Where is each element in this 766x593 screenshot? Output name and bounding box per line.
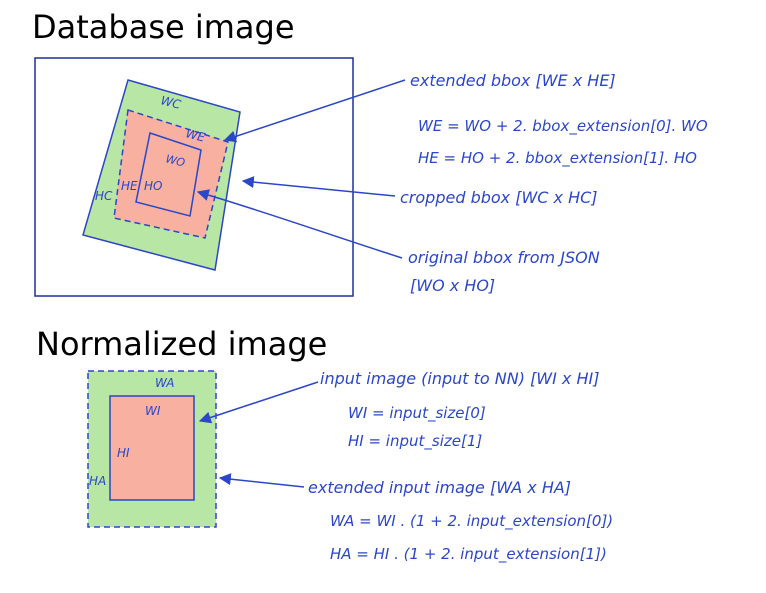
label-he: HE bbox=[121, 179, 138, 193]
label-hi: HI bbox=[117, 446, 130, 460]
arrow-input-image bbox=[198, 381, 319, 424]
arrow-original-bbox bbox=[196, 189, 403, 259]
label-hc: HC bbox=[95, 189, 113, 203]
arrow-extended-bbox bbox=[223, 79, 406, 143]
note-cropped-bbox: cropped bbox [WC x HC] bbox=[400, 188, 598, 207]
note-input-image-title: input image (input to NN) [WI x HI] bbox=[320, 369, 599, 388]
note-original-bbox-line2: [WO x HO] bbox=[410, 276, 495, 295]
note-extended-bbox-title: extended bbox [WE x HE] bbox=[410, 71, 616, 90]
label-we: WE bbox=[184, 126, 207, 144]
note-extended-bbox-width: WE = WO + 2. bbox_extension[0]. WO bbox=[418, 117, 708, 136]
label-ha: HA bbox=[89, 474, 106, 488]
arrow-extended-input-image bbox=[218, 473, 305, 488]
label-wa: WA bbox=[155, 376, 174, 390]
label-ho: HO bbox=[144, 179, 162, 193]
input-image-region bbox=[109, 395, 195, 501]
label-wc: WC bbox=[159, 93, 183, 112]
note-input-image-width: WI = input_size[0] bbox=[348, 404, 486, 423]
arrow-cropped-bbox bbox=[241, 176, 396, 197]
note-original-bbox-line1: original bbox from JSON bbox=[408, 248, 600, 267]
note-input-image-height: HI = input_size[1] bbox=[348, 432, 482, 451]
note-extended-input-width: WA = WI . (1 + 2. input_extension[0]) bbox=[330, 512, 613, 531]
normalized-image-heading: Normalized image bbox=[36, 325, 327, 363]
note-extended-input-title: extended input image [WA x HA] bbox=[308, 478, 571, 497]
database-image-frame bbox=[34, 57, 354, 297]
database-image-heading: Database image bbox=[32, 8, 295, 46]
note-extended-bbox-height: HE = HO + 2. bbox_extension[1]. HO bbox=[418, 149, 697, 168]
note-extended-input-height: HA = HI . (1 + 2. input_extension[1]) bbox=[330, 545, 607, 564]
original-bbox-region bbox=[135, 132, 202, 217]
label-wi: WI bbox=[145, 404, 161, 418]
label-wo: WO bbox=[164, 152, 186, 169]
